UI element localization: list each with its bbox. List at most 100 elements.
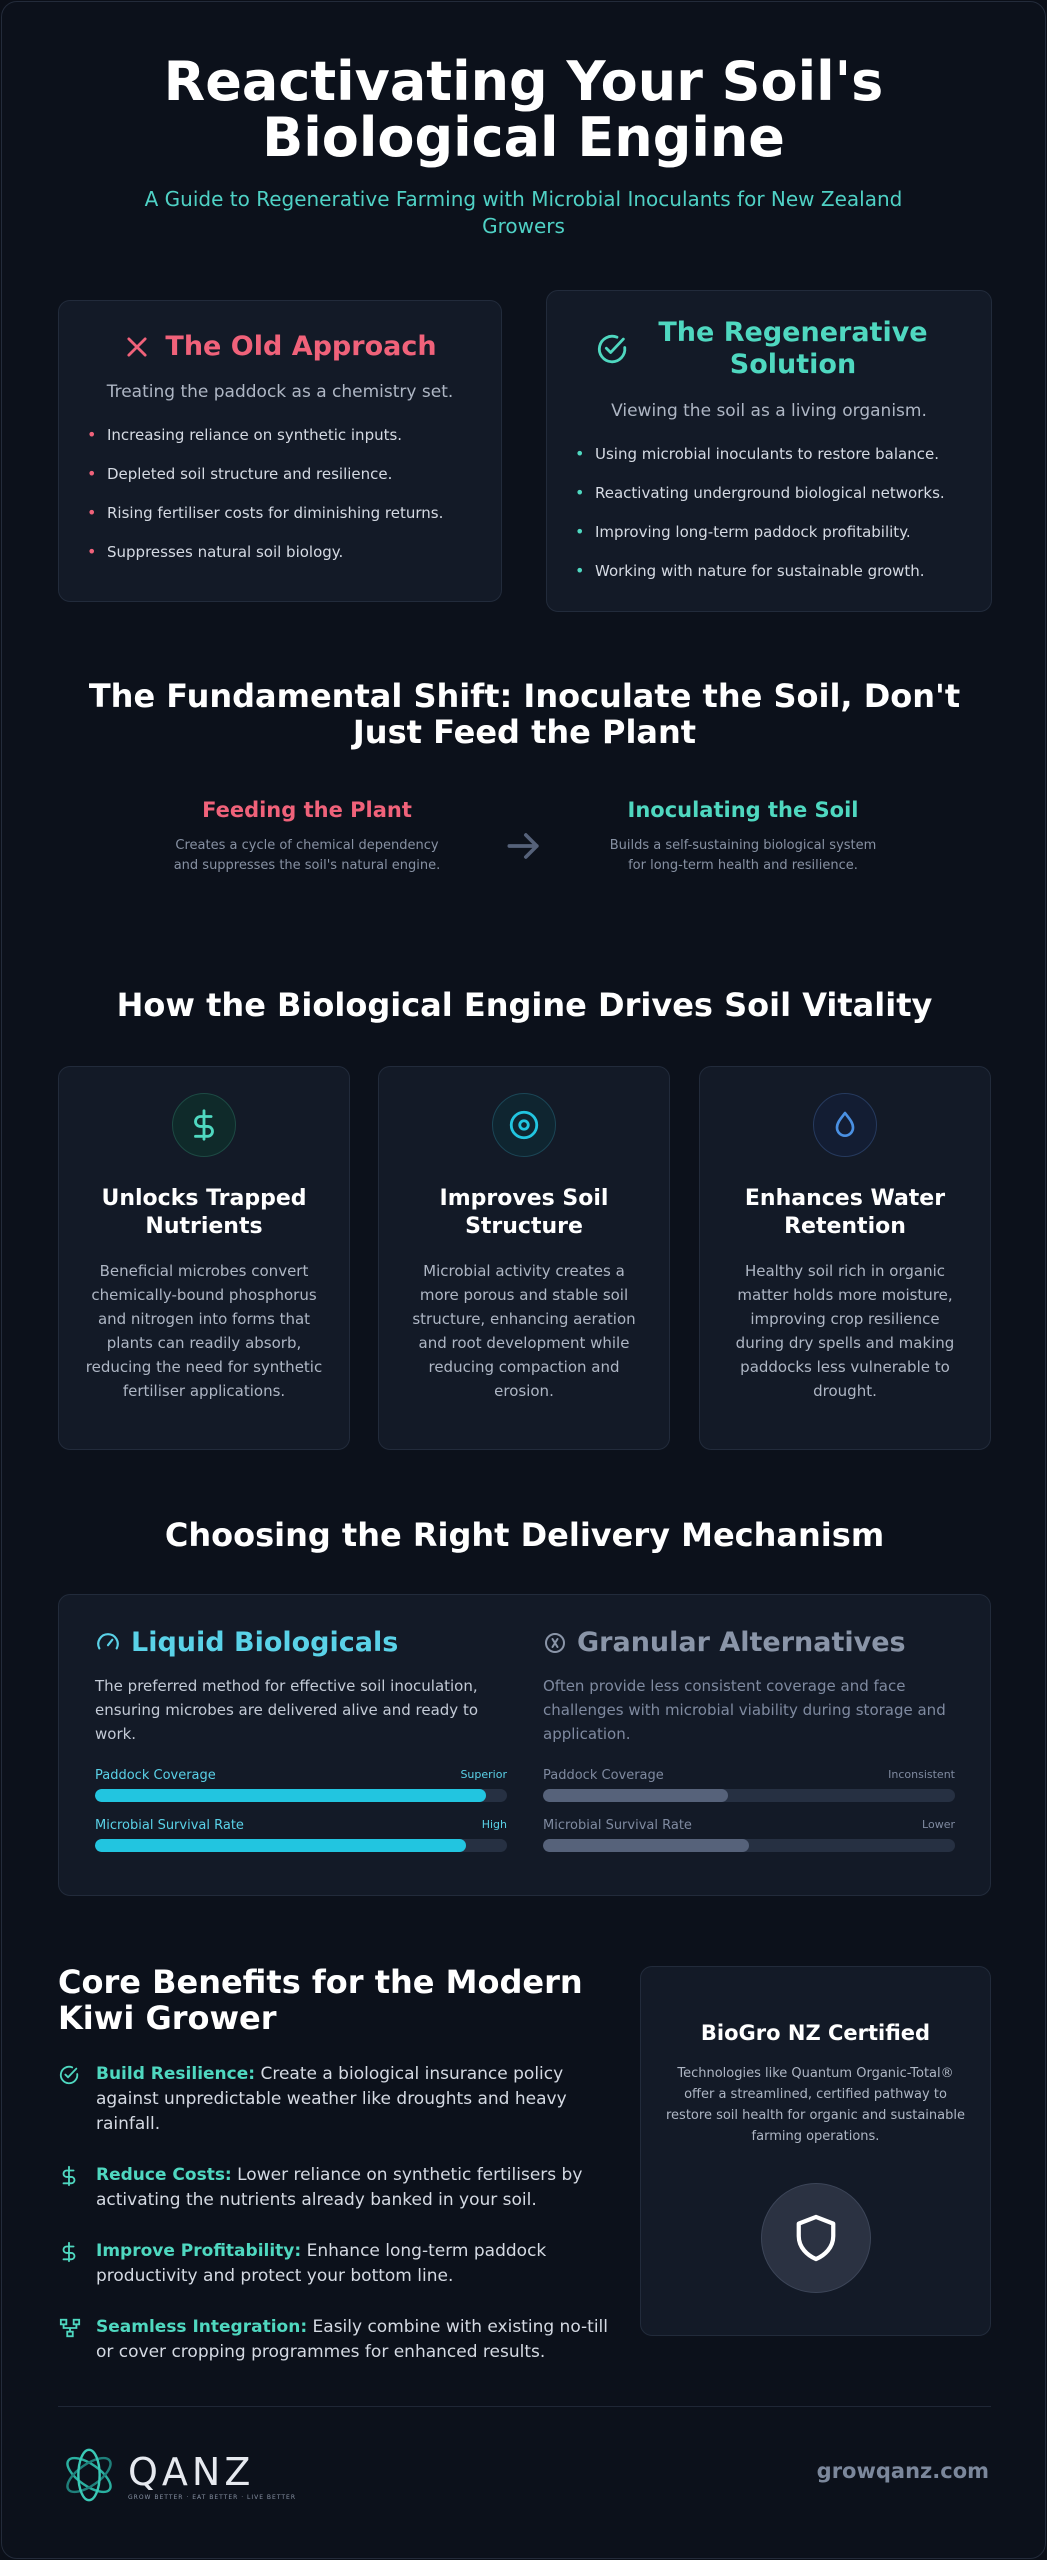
hero: Reactivating Your Soil's Biological Engi… xyxy=(2,2,1045,240)
vitality-cards: Unlocks Trapped Nutrients Beneficial mic… xyxy=(58,1066,991,1450)
logo-tagline: GROW BETTER · EAT BETTER · LIVE BETTER xyxy=(128,2493,297,2501)
list-item: Improving long-term paddock profitabilit… xyxy=(575,522,963,541)
shift-heading-text: The Fundamental Shift: Inoculate the Soi… xyxy=(88,677,961,751)
progress-fill xyxy=(95,1789,487,1802)
card-title: Improves Soil Structure xyxy=(439,1186,609,1239)
progress-fill xyxy=(95,1839,466,1852)
feeding-plant-text: Creates a cycle of chemical dependency a… xyxy=(173,838,441,873)
inoculating-soil: Inoculating the Soil Builds a self-susta… xyxy=(608,798,878,876)
shift-heading: The Fundamental Shift: Inoculate the Soi… xyxy=(2,677,1045,751)
list-item: Reactivating underground biological netw… xyxy=(575,483,963,502)
network-icon xyxy=(59,2318,81,2338)
certification-card: BioGro NZ Certified Technologies like Qu… xyxy=(640,1966,991,2336)
inoculating-soil-text: Builds a self-sustaining biological syst… xyxy=(609,838,877,873)
progress-bar xyxy=(543,1839,955,1852)
liquid-title: Liquid Biologicals xyxy=(131,1627,399,1658)
liquid-text: The preferred method for effective soil … xyxy=(95,1677,479,1743)
meter-label: Paddock Coverage xyxy=(95,1768,216,1783)
progress-bar xyxy=(95,1789,507,1802)
vitality-heading: How the Biological Engine Drives Soil Vi… xyxy=(116,986,933,1024)
regenerative-list: Using microbial inoculants to restore ba… xyxy=(575,444,963,580)
website-link[interactable]: growqanz.com xyxy=(816,2459,989,2483)
dollar-icon xyxy=(62,2165,76,2187)
card-text: Beneficial microbes convert chemically-b… xyxy=(85,1262,323,1400)
meter-rating: Inconsistent xyxy=(888,1768,955,1781)
feeding-plant-title: Feeding the Plant xyxy=(202,798,412,822)
liquid-biologicals: Liquid Biologicals The preferred method … xyxy=(95,1627,507,1852)
delivery-comparison: Liquid Biologicals The preferred method … xyxy=(58,1594,991,1896)
old-approach-title: The Old Approach xyxy=(165,331,437,362)
shift-section: Feeding the Plant Creates a cycle of che… xyxy=(172,798,877,908)
card-title: Unlocks Trapped Nutrients xyxy=(101,1186,307,1239)
granular-title: Granular Alternatives xyxy=(577,1627,906,1658)
granular-survival-meter: Microbial Survival Rate Lower xyxy=(543,1818,955,1852)
list-item: Improve Profitability: Enhance long-term… xyxy=(58,2239,618,2289)
approach-comparison: The Old Approach Treating the paddock as… xyxy=(58,290,992,612)
core-benefits-heading: Core Benefits for the Modern Kiwi Grower xyxy=(58,1963,583,2037)
list-item: Suppresses natural soil biology. xyxy=(87,542,473,561)
regenerative-card: The Regenerative Solution Viewing the so… xyxy=(546,290,992,612)
structure-card: Improves Soil Structure Microbial activi… xyxy=(378,1066,670,1450)
regenerative-title: The Regenerative Solution xyxy=(658,317,928,380)
brand-logo: QANZ GROW BETTER · EAT BETTER · LIVE BET… xyxy=(58,2444,296,2506)
granular-alternatives: Granular Alternatives Often provide less… xyxy=(543,1627,955,1852)
delivery-heading: Choosing the Right Delivery Mechanism xyxy=(164,1516,885,1554)
logo-wordmark: QANZ xyxy=(128,2449,255,2494)
old-approach-card: The Old Approach Treating the paddock as… xyxy=(58,300,502,602)
list-item: Reduce Costs: Lower reliance on syntheti… xyxy=(58,2163,618,2213)
list-item: Working with nature for sustainable grow… xyxy=(575,561,963,580)
benefit-label: Reduce Costs: xyxy=(96,2165,232,2185)
old-approach-subtitle: Treating the paddock as a chemistry set. xyxy=(106,382,454,402)
meter-rating: Superior xyxy=(460,1768,507,1781)
core-benefits-list: Build Resilience: Create a biological in… xyxy=(58,2062,618,2391)
benefit-label: Build Resilience: xyxy=(96,2064,256,2084)
benefit-label: Improve Profitability: xyxy=(96,2241,302,2261)
old-approach-list: Increasing reliance on synthetic inputs.… xyxy=(87,425,473,561)
logo-mark-icon xyxy=(66,2448,112,2502)
target-icon xyxy=(492,1093,556,1157)
x-circle-icon xyxy=(545,1632,565,1653)
shield-icon xyxy=(760,2183,871,2293)
meter-rating: Lower xyxy=(922,1818,955,1831)
close-icon xyxy=(127,336,147,357)
progress-fill xyxy=(543,1839,749,1852)
list-item: Seamless Integration: Easily combine wit… xyxy=(58,2315,618,2365)
footer-divider xyxy=(58,2406,991,2407)
inoculating-soil-title: Inoculating the Soil xyxy=(627,798,859,822)
feeding-plant: Feeding the Plant Creates a cycle of che… xyxy=(172,798,442,876)
card-text: Microbial activity creates a more porous… xyxy=(412,1262,636,1400)
progress-fill xyxy=(543,1789,729,1802)
list-item: Build Resilience: Create a biological in… xyxy=(58,2062,618,2137)
list-item: Increasing reliance on synthetic inputs. xyxy=(87,425,473,444)
meter-label: Microbial Survival Rate xyxy=(543,1818,692,1833)
page-title: Reactivating Your Soil's Biological Engi… xyxy=(163,50,884,169)
gauge-icon xyxy=(97,1632,119,1649)
check-circle-icon xyxy=(59,2065,79,2085)
dollar-icon xyxy=(172,1093,236,1157)
cert-title: BioGro NZ Certified xyxy=(700,2021,931,2045)
progress-bar xyxy=(543,1789,955,1802)
droplet-icon xyxy=(813,1093,877,1157)
dollar-icon xyxy=(62,2241,76,2263)
progress-bar xyxy=(95,1839,507,1852)
benefit-text: Lower reliance on synthetic fertilisers … xyxy=(96,2165,583,2210)
page-subtitle: A Guide to Regenerative Farming with Mic… xyxy=(144,187,903,238)
cert-text: Technologies like Quantum Organic-Total®… xyxy=(666,2066,965,2144)
nutrients-card: Unlocks Trapped Nutrients Beneficial mic… xyxy=(58,1066,350,1450)
card-text: Healthy soil rich in organic matter hold… xyxy=(735,1262,955,1400)
benefit-text: Easily combine with existing no-till or … xyxy=(96,2317,609,2362)
benefit-label: Seamless Integration: xyxy=(96,2317,308,2337)
granular-text: Often provide less consistent coverage a… xyxy=(543,1677,946,1743)
benefit-text: Enhance long-term paddock productivity a… xyxy=(96,2241,547,2286)
meter-label: Microbial Survival Rate xyxy=(95,1818,244,1833)
check-circle-icon xyxy=(597,334,627,364)
list-item: Rising fertiliser costs for diminishing … xyxy=(87,503,473,522)
liquid-survival-meter: Microbial Survival Rate High xyxy=(95,1818,507,1852)
card-title: Enhances Water Retention xyxy=(744,1186,946,1239)
meter-label: Paddock Coverage xyxy=(543,1768,664,1783)
meter-rating: High xyxy=(481,1818,507,1831)
regenerative-subtitle: Viewing the soil as a living organism. xyxy=(611,401,927,421)
list-item: Using microbial inoculants to restore ba… xyxy=(575,444,963,463)
granular-coverage-meter: Paddock Coverage Inconsistent xyxy=(543,1768,955,1802)
